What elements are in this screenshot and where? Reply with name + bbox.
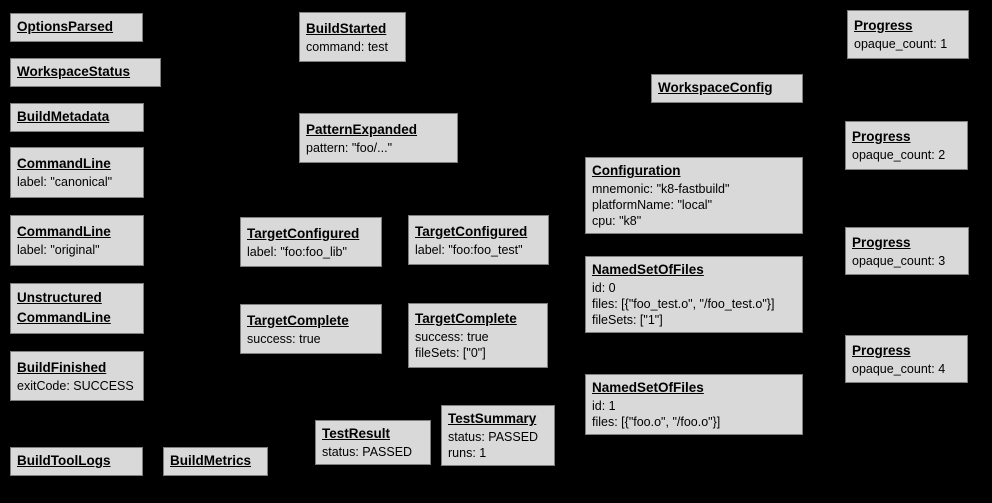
node-title: TargetComplete [247,312,349,328]
node-title: BuildMetrics [170,453,252,468]
node-title: BuildFinished [17,359,107,375]
node-build-metadata: BuildMetadata [10,103,144,132]
node-field: cpu: "k8" [592,214,642,228]
node-progress-4: Progress opaque_count: 4 [845,335,968,383]
node-unstructured-command-line: Unstructured CommandLine [10,283,144,334]
node-field: opaque_count: 4 [852,361,946,376]
node-field: runs: 1 [448,446,487,460]
node-title: TargetConfigured [415,223,528,239]
node-title: TargetConfigured [247,225,360,241]
node-target-configured-foo-test: TargetConfigured label: "foo:foo_test" [408,215,549,265]
node-title: BuildStarted [306,20,387,36]
node-command-line-original: CommandLine label: "original" [10,215,144,266]
node-field: opaque_count: 3 [852,253,946,268]
node-title: TestResult [322,426,391,441]
node-field: files: [{"foo.o", "/foo.o"}] [592,415,721,429]
node-field: mnemonic: "k8-fastbuild" [592,182,730,196]
node-target-complete-foo-test: TargetComplete success: true fileSets: [… [408,303,548,368]
node-field: command: test [306,39,388,54]
node-build-started: BuildStarted command: test [299,12,406,62]
node-field: status: PASSED [322,445,413,459]
node-field: id: 0 [592,281,616,295]
node-title: PatternExpanded [306,121,418,137]
node-title: BuildToolLogs [17,453,111,468]
node-field: opaque_count: 2 [852,148,946,162]
node-title: TestSummary [448,411,537,426]
node-title-line1: Unstructured [17,290,102,305]
node-pattern-expanded: PatternExpanded pattern: "foo/..." [299,113,458,163]
node-title: Progress [852,129,911,144]
node-build-finished: BuildFinished exitCode: SUCCESS [10,351,144,401]
node-field: label: "foo:foo_test" [415,242,523,257]
node-title: Progress [854,18,913,33]
node-field: platformName: "local" [592,198,713,212]
node-title: TargetComplete [415,311,517,326]
node-title: Configuration [592,163,681,178]
node-configuration: Configuration mnemonic: "k8-fastbuild" p… [585,157,803,234]
node-title: WorkspaceConfig [658,80,773,95]
node-command-line-canonical: CommandLine label: "canonical" [10,147,144,198]
node-field: pattern: "foo/..." [306,140,393,155]
node-named-set-of-files-0: NamedSetOfFiles id: 0 files: [{"foo_test… [585,256,803,333]
node-title: BuildMetadata [17,109,110,124]
node-build-tool-logs: BuildToolLogs [10,447,143,476]
node-title: Progress [852,342,911,358]
node-field: label: "original" [17,243,100,257]
node-target-configured-foo-lib: TargetConfigured label: "foo:foo_lib" [240,217,382,267]
node-title: CommandLine [17,156,111,171]
node-target-complete-foo-lib: TargetComplete success: true [240,304,382,354]
node-field: label: "foo:foo_lib" [247,244,347,259]
node-title-line2: CommandLine [17,310,111,325]
node-workspace-status: WorkspaceStatus [10,58,161,87]
node-named-set-of-files-1: NamedSetOfFiles id: 1 files: [{"foo.o", … [585,374,803,435]
node-field: opaque_count: 1 [854,37,948,51]
node-build-metrics: BuildMetrics [163,447,268,476]
node-field: fileSets: ["0"] [415,346,486,360]
node-progress-3: Progress opaque_count: 3 [845,227,969,275]
node-test-result: TestResult status: PASSED [315,420,431,465]
node-title: WorkspaceStatus [17,64,131,79]
node-progress-1: Progress opaque_count: 1 [847,10,969,59]
node-field: exitCode: SUCCESS [17,378,134,393]
node-title: Progress [852,234,911,250]
node-field: files: [{"foo_test.o", "/foo_test.o"}] [592,297,775,311]
node-title: NamedSetOfFiles [592,262,704,277]
node-workspace-config: WorkspaceConfig [651,74,803,103]
node-title: CommandLine [17,224,111,239]
node-field: fileSets: ["1"] [592,313,663,327]
node-field: id: 1 [592,399,616,413]
node-field: status: PASSED [448,430,539,444]
node-field: success: true [415,330,489,344]
node-test-summary: TestSummary status: PASSED runs: 1 [441,405,555,466]
node-field: label: "canonical" [17,175,113,189]
node-field: success: true [247,331,321,346]
node-progress-2: Progress opaque_count: 2 [845,121,968,170]
node-title: NamedSetOfFiles [592,380,704,395]
node-options-parsed: OptionsParsed [10,13,143,42]
node-title: OptionsParsed [17,19,114,34]
